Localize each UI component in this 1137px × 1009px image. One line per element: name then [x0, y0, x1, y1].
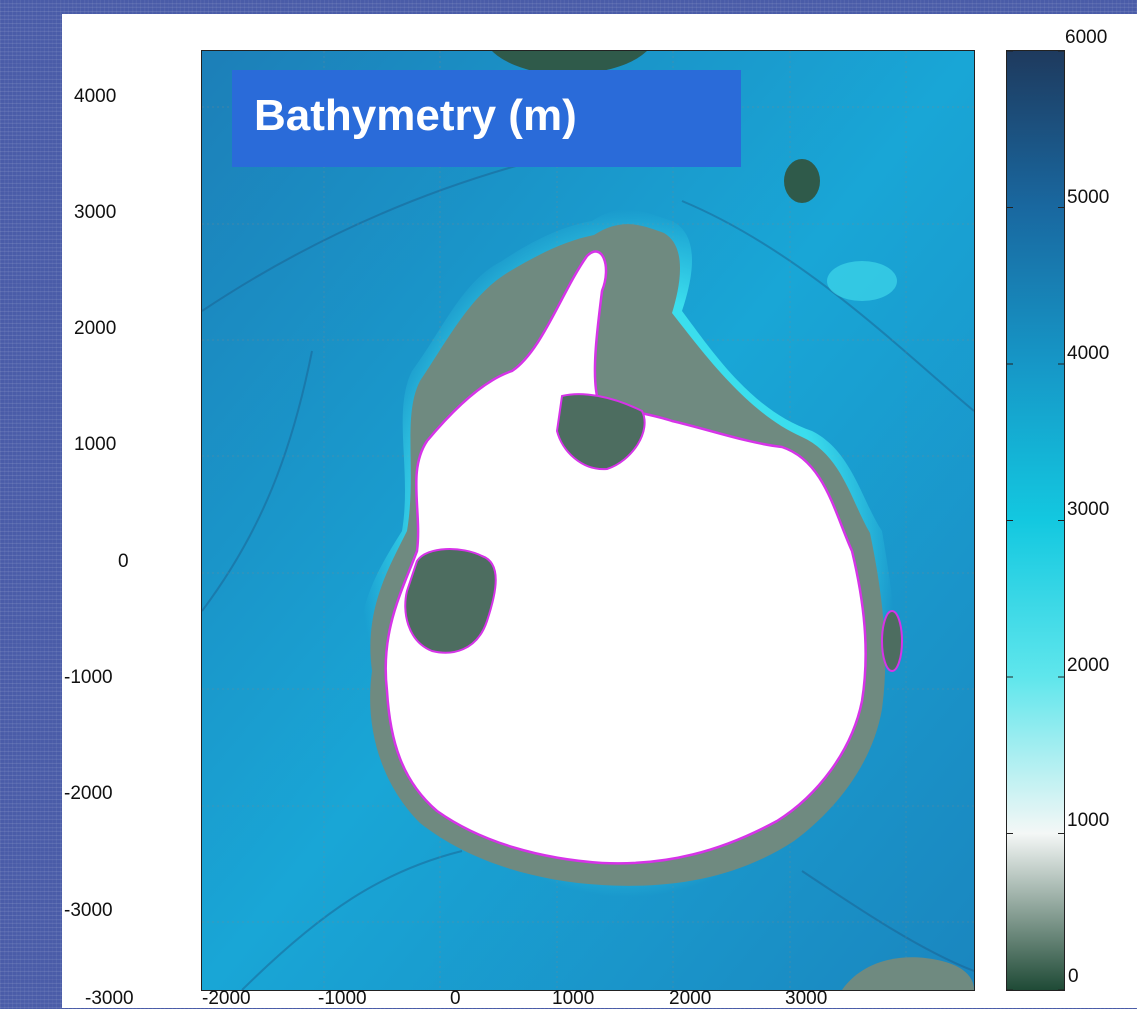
x-tick-label: 3000: [785, 988, 828, 1009]
y-tick-label: 1000: [74, 434, 117, 455]
x-tick-label: -1000: [318, 988, 367, 1009]
colorbar-canvas: [1007, 51, 1064, 990]
ronne-ice-shelf: [404, 548, 497, 654]
colorbar-tick-label: 6000: [1065, 27, 1108, 48]
grounded-ice-sheet: [384, 250, 867, 865]
south-georgia-island: [784, 159, 820, 203]
slide-panel: 4000 3000 2000 1000 0 -1000 -2000 -3000 …: [62, 14, 1137, 1008]
x-tick-label: -2000: [202, 988, 251, 1009]
colorbar-tick-label: 0: [1068, 966, 1079, 987]
ross-ice-shelf: [555, 393, 646, 471]
map-title: Bathymetry (m): [254, 91, 577, 140]
x-tick-label: 2000: [669, 988, 712, 1009]
colorbar-gradient: [1007, 51, 1064, 990]
y-tick-label: 3000: [74, 202, 117, 223]
x-tick-label: 1000: [552, 988, 595, 1009]
y-tick-label: -1000: [64, 667, 113, 688]
map-canvas: [202, 51, 974, 990]
colorbar-tick-label: 5000: [1067, 187, 1110, 208]
new-zealand-shelf: [842, 957, 974, 990]
x-tick-label: -3000: [85, 988, 134, 1009]
y-tick-label: 0: [118, 551, 129, 572]
colorbar-tick-label: 4000: [1067, 343, 1110, 364]
colorbar-ticks: [1007, 51, 1064, 990]
south-america-tip: [492, 51, 647, 75]
scotia-arc: [827, 261, 897, 301]
y-tick-label: -2000: [64, 783, 113, 804]
colorbar-tick-label: 2000: [1067, 655, 1110, 676]
colorbar-tick-label: 1000: [1067, 810, 1110, 831]
y-tick-label: 4000: [74, 86, 117, 107]
y-tick-label: -3000: [64, 900, 113, 921]
x-tick-label: 0: [450, 988, 461, 1009]
bathymetry-map: [201, 50, 975, 991]
colorbar: [1006, 50, 1065, 991]
y-tick-label: 2000: [74, 318, 117, 339]
title-banner: Bathymetry (m): [232, 70, 741, 167]
colorbar-tick-label: 3000: [1067, 499, 1110, 520]
amery-ice-shelf: [881, 610, 903, 672]
